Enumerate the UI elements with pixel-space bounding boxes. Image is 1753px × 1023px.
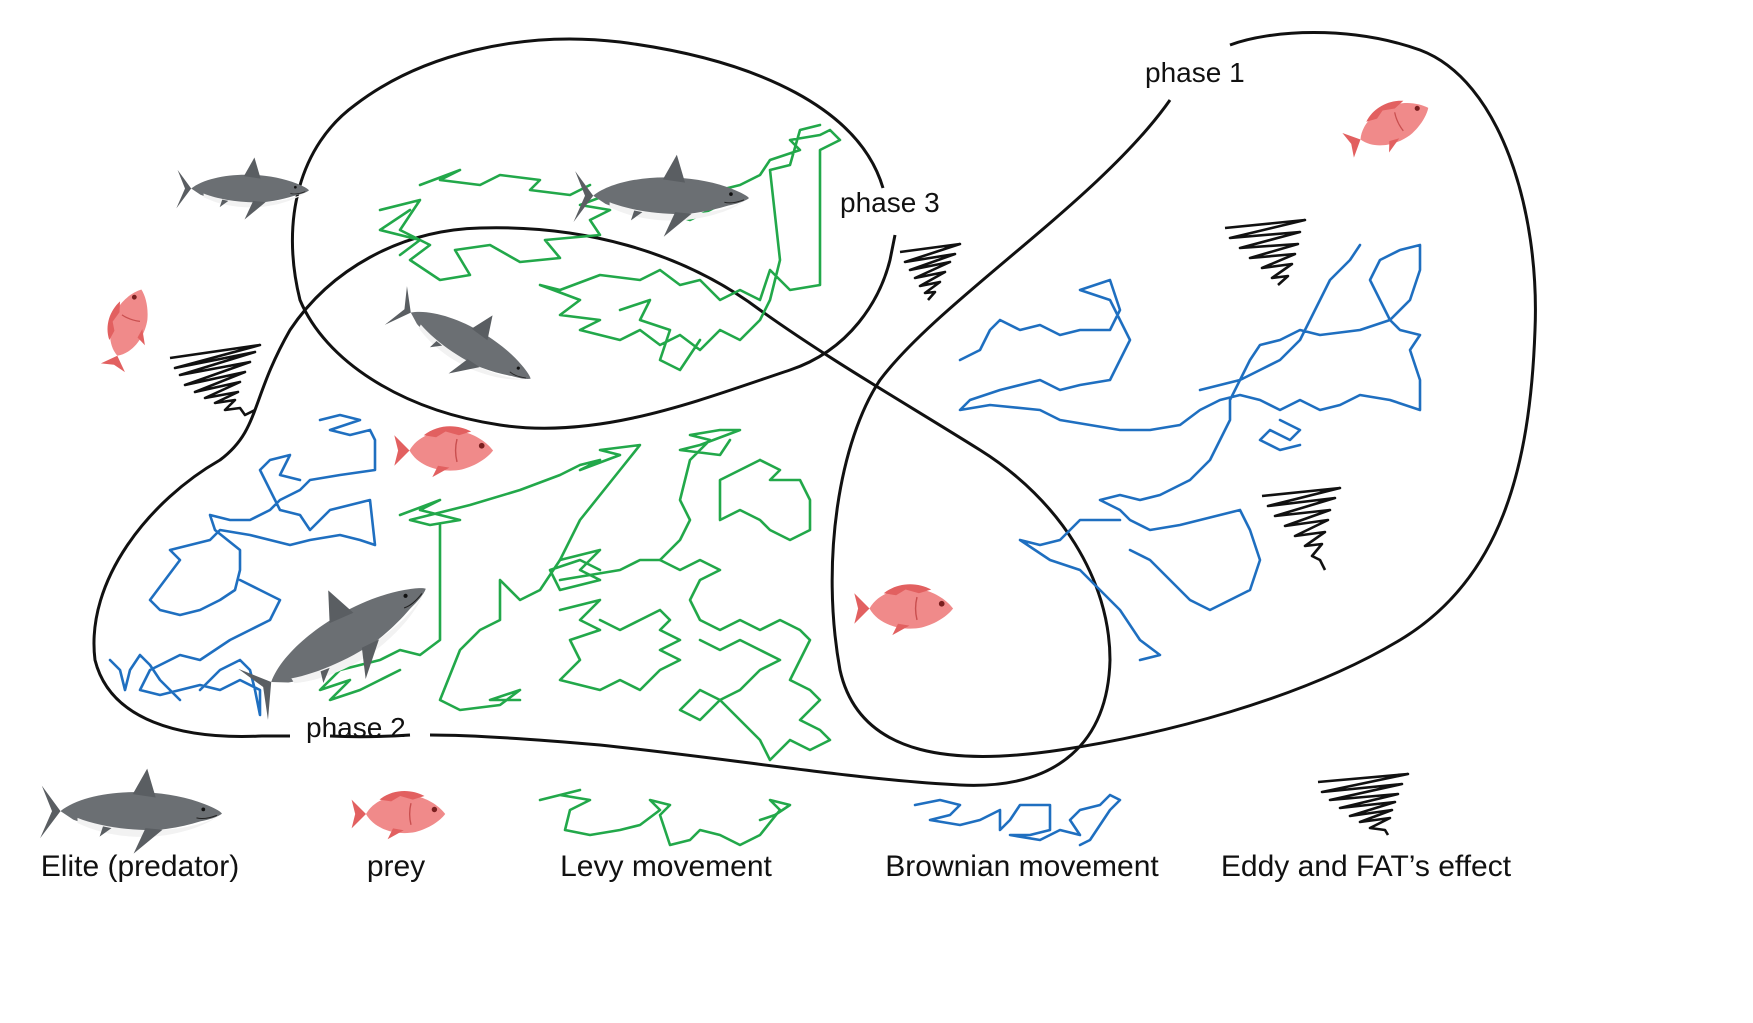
legend-brownian-label: Brownian movement xyxy=(885,850,1159,883)
prey-group xyxy=(93,87,1439,636)
legend-levy-icon xyxy=(538,788,792,847)
brownian-trace-phase1 xyxy=(958,243,1422,662)
red-snapper-icon xyxy=(393,425,494,478)
levy-trace-phase3 xyxy=(378,123,842,372)
phase-labels: phase 1 phase 2 phase 3 xyxy=(306,57,1245,743)
phase1-label: phase 1 xyxy=(1145,57,1245,88)
shark-icon xyxy=(175,157,310,220)
red-snapper-icon xyxy=(93,281,164,376)
boundaries xyxy=(92,31,1537,787)
levy-traces xyxy=(318,123,842,762)
red-snapper-icon xyxy=(1338,87,1439,168)
legend-shark-icon xyxy=(39,768,223,855)
shark-icon xyxy=(378,272,549,410)
levy-trace-phase2-b xyxy=(548,458,832,762)
phase2-label: phase 2 xyxy=(306,712,406,743)
phase3-label: phase 3 xyxy=(840,187,940,218)
eddy-icon-1 xyxy=(169,343,262,417)
legend-levy-label: Levy movement xyxy=(560,850,772,883)
legend-eddy-label: Eddy and FAT’s effect xyxy=(1221,850,1512,883)
legend-prey-label: prey xyxy=(367,850,425,883)
legend-brownian-icon xyxy=(913,793,1122,847)
red-snapper-icon xyxy=(853,583,954,636)
shark-icon xyxy=(573,154,750,238)
eddy-icon-2 xyxy=(899,242,962,301)
legend-prey-icon xyxy=(350,790,446,840)
phase2-boundary xyxy=(92,226,1112,787)
phase3-boundary xyxy=(290,37,897,430)
phase1-boundary xyxy=(830,31,1537,758)
brownian-trace-phase2 xyxy=(108,413,377,717)
legend-predator-label: Elite (predator) xyxy=(41,850,239,883)
eddy-icon-3 xyxy=(1224,218,1307,286)
eddy-icon-4 xyxy=(1261,486,1342,571)
eddy-legend-icon xyxy=(1317,772,1410,836)
legend: Elite (predator) prey Levy movement Brow… xyxy=(39,768,1512,883)
brownian-traces xyxy=(108,243,1422,717)
levy-trace-phase2-a xyxy=(318,428,742,712)
eddy-scribbles xyxy=(169,218,1410,836)
